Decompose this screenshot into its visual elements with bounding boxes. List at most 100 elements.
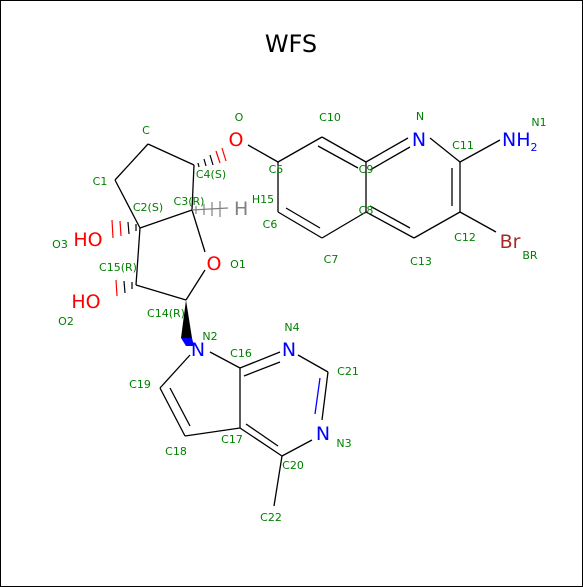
- hash-c4-o-3: [209, 154, 214, 166]
- bond-n4-c21: [297, 354, 329, 373]
- atom-n3: N: [316, 423, 330, 445]
- label-n4: N4: [284, 321, 299, 334]
- label-c10: C10: [319, 111, 341, 124]
- label-c16: C16: [230, 347, 252, 360]
- label-c8: C8: [359, 204, 374, 217]
- label-c4s: C4(S): [196, 168, 226, 181]
- bond-c7-c6-inner: [285, 207, 321, 229]
- nh2-main: NH: [502, 129, 531, 151]
- label-c21: C21: [337, 365, 359, 378]
- label-n3: N3: [336, 437, 351, 450]
- bond-c20-c17: [239, 427, 283, 457]
- label-c13: C13: [410, 255, 432, 268]
- bond-c-c4: [147, 143, 195, 166]
- hash-c4-o-5: [221, 147, 227, 162]
- bond-c20-c17-inner: [245, 423, 279, 447]
- label-c12: C12: [454, 231, 476, 244]
- atom-ho2: HO: [71, 291, 100, 313]
- bond-c11-n1: [459, 139, 501, 163]
- bond-c5-c10: [277, 136, 323, 163]
- label-c3r: C3(R): [174, 195, 205, 208]
- bond-c18-c19: [159, 387, 186, 437]
- atom-n-quinoline: N: [412, 129, 426, 151]
- atom-o-ring: O: [207, 253, 222, 275]
- atom-n4: N: [282, 339, 296, 361]
- label-n2: N2: [202, 330, 217, 343]
- atom-br: Br: [500, 231, 521, 253]
- hash-c4-o-2: [203, 158, 207, 167]
- label-c19: C19: [129, 378, 151, 391]
- bond-c14-c15: [135, 284, 187, 301]
- bond-layer: [114, 136, 501, 507]
- wedge-c14-n2-upper: [181, 300, 192, 338]
- label-c7: C7: [324, 253, 339, 266]
- label-o: O: [235, 111, 244, 124]
- bond-n-c11: [429, 137, 461, 163]
- bond-c20-c22: [273, 455, 283, 507]
- label-c1: C1: [93, 175, 108, 188]
- label-n1: N1: [531, 116, 546, 129]
- label-c14r: C14(R): [147, 307, 185, 320]
- bond-c10-c9: [321, 136, 367, 163]
- atom-annotations: O C10 N N1 C C5 C9 C11 C4(S) C1 C3(R) C2…: [52, 110, 546, 524]
- bond-c3-o1: [191, 209, 206, 253]
- atom-h: H: [234, 198, 248, 220]
- bond-c21-n3: [321, 371, 329, 421]
- bond-c16-n4-inner: [243, 361, 281, 377]
- label-o2: O2: [58, 315, 74, 328]
- hashed-bond-layer: [111, 147, 227, 297]
- hash-c2-o3-2: [127, 221, 130, 235]
- bond-c12-br: [459, 211, 497, 233]
- label-br: BR: [522, 249, 538, 262]
- diagram-title: WFS: [265, 30, 317, 58]
- bond-o1-c14: [185, 269, 206, 301]
- bond-n2-c16: [209, 351, 241, 369]
- wedge-c14-n2-lower: [181, 338, 194, 346]
- bond-c12-c13: [413, 211, 461, 239]
- label-h15: H15: [252, 193, 274, 206]
- bond-n3-c20: [281, 439, 313, 457]
- hash-c15-o2-3: [115, 279, 118, 297]
- label-c11: C11: [452, 139, 474, 152]
- bond-c9-n-inner: [369, 146, 411, 171]
- bond-c3-h: [191, 207, 229, 211]
- bond-c-c1: [114, 143, 149, 181]
- label-c22: C22: [260, 511, 282, 524]
- bond-c4-c3: [191, 164, 195, 211]
- bond-c18-c19-inner: [169, 387, 191, 427]
- label-c20: C20: [282, 459, 304, 472]
- label-c: C: [142, 124, 150, 137]
- label-c6: C6: [263, 218, 278, 231]
- label-o3: O3: [52, 238, 68, 251]
- atom-ho3: HO: [73, 229, 102, 251]
- atom-nh2: NH2: [502, 129, 538, 154]
- bond-c1-c2: [114, 179, 141, 229]
- label-c18: C18: [165, 445, 187, 458]
- bond-c16-n4: [239, 351, 281, 369]
- bond-c21-n3-inner: [314, 377, 321, 415]
- bond-c9-n: [365, 137, 409, 163]
- label-c17: C17: [221, 433, 243, 446]
- label-c9: C9: [359, 163, 374, 176]
- label-n: N: [416, 110, 424, 123]
- bond-c2-c3: [139, 209, 193, 229]
- element-labels: O N NH2 H O HO HO Br N N N: [71, 129, 537, 445]
- bond-c15-c2: [135, 227, 141, 286]
- hash-c15-o2-2: [123, 280, 126, 294]
- bond-c17-c18: [184, 427, 241, 437]
- bond-c19-n2: [159, 354, 191, 389]
- label-o1: O1: [230, 258, 246, 271]
- label-c5: C5: [269, 163, 284, 176]
- bond-c10-c9-inner: [317, 145, 359, 169]
- label-c2s: C2(S): [133, 201, 163, 214]
- bond-c8-c7: [321, 211, 367, 239]
- bond-c13-c8-inner: [369, 205, 411, 229]
- hash-c4-o-1: [197, 162, 200, 168]
- nh2-subscript: 2: [531, 141, 538, 154]
- atom-n2: N: [191, 339, 205, 361]
- label-c15r: C15(R): [99, 261, 137, 274]
- bond-c13-c8: [365, 211, 415, 239]
- hash-c2-o3-4: [111, 219, 114, 239]
